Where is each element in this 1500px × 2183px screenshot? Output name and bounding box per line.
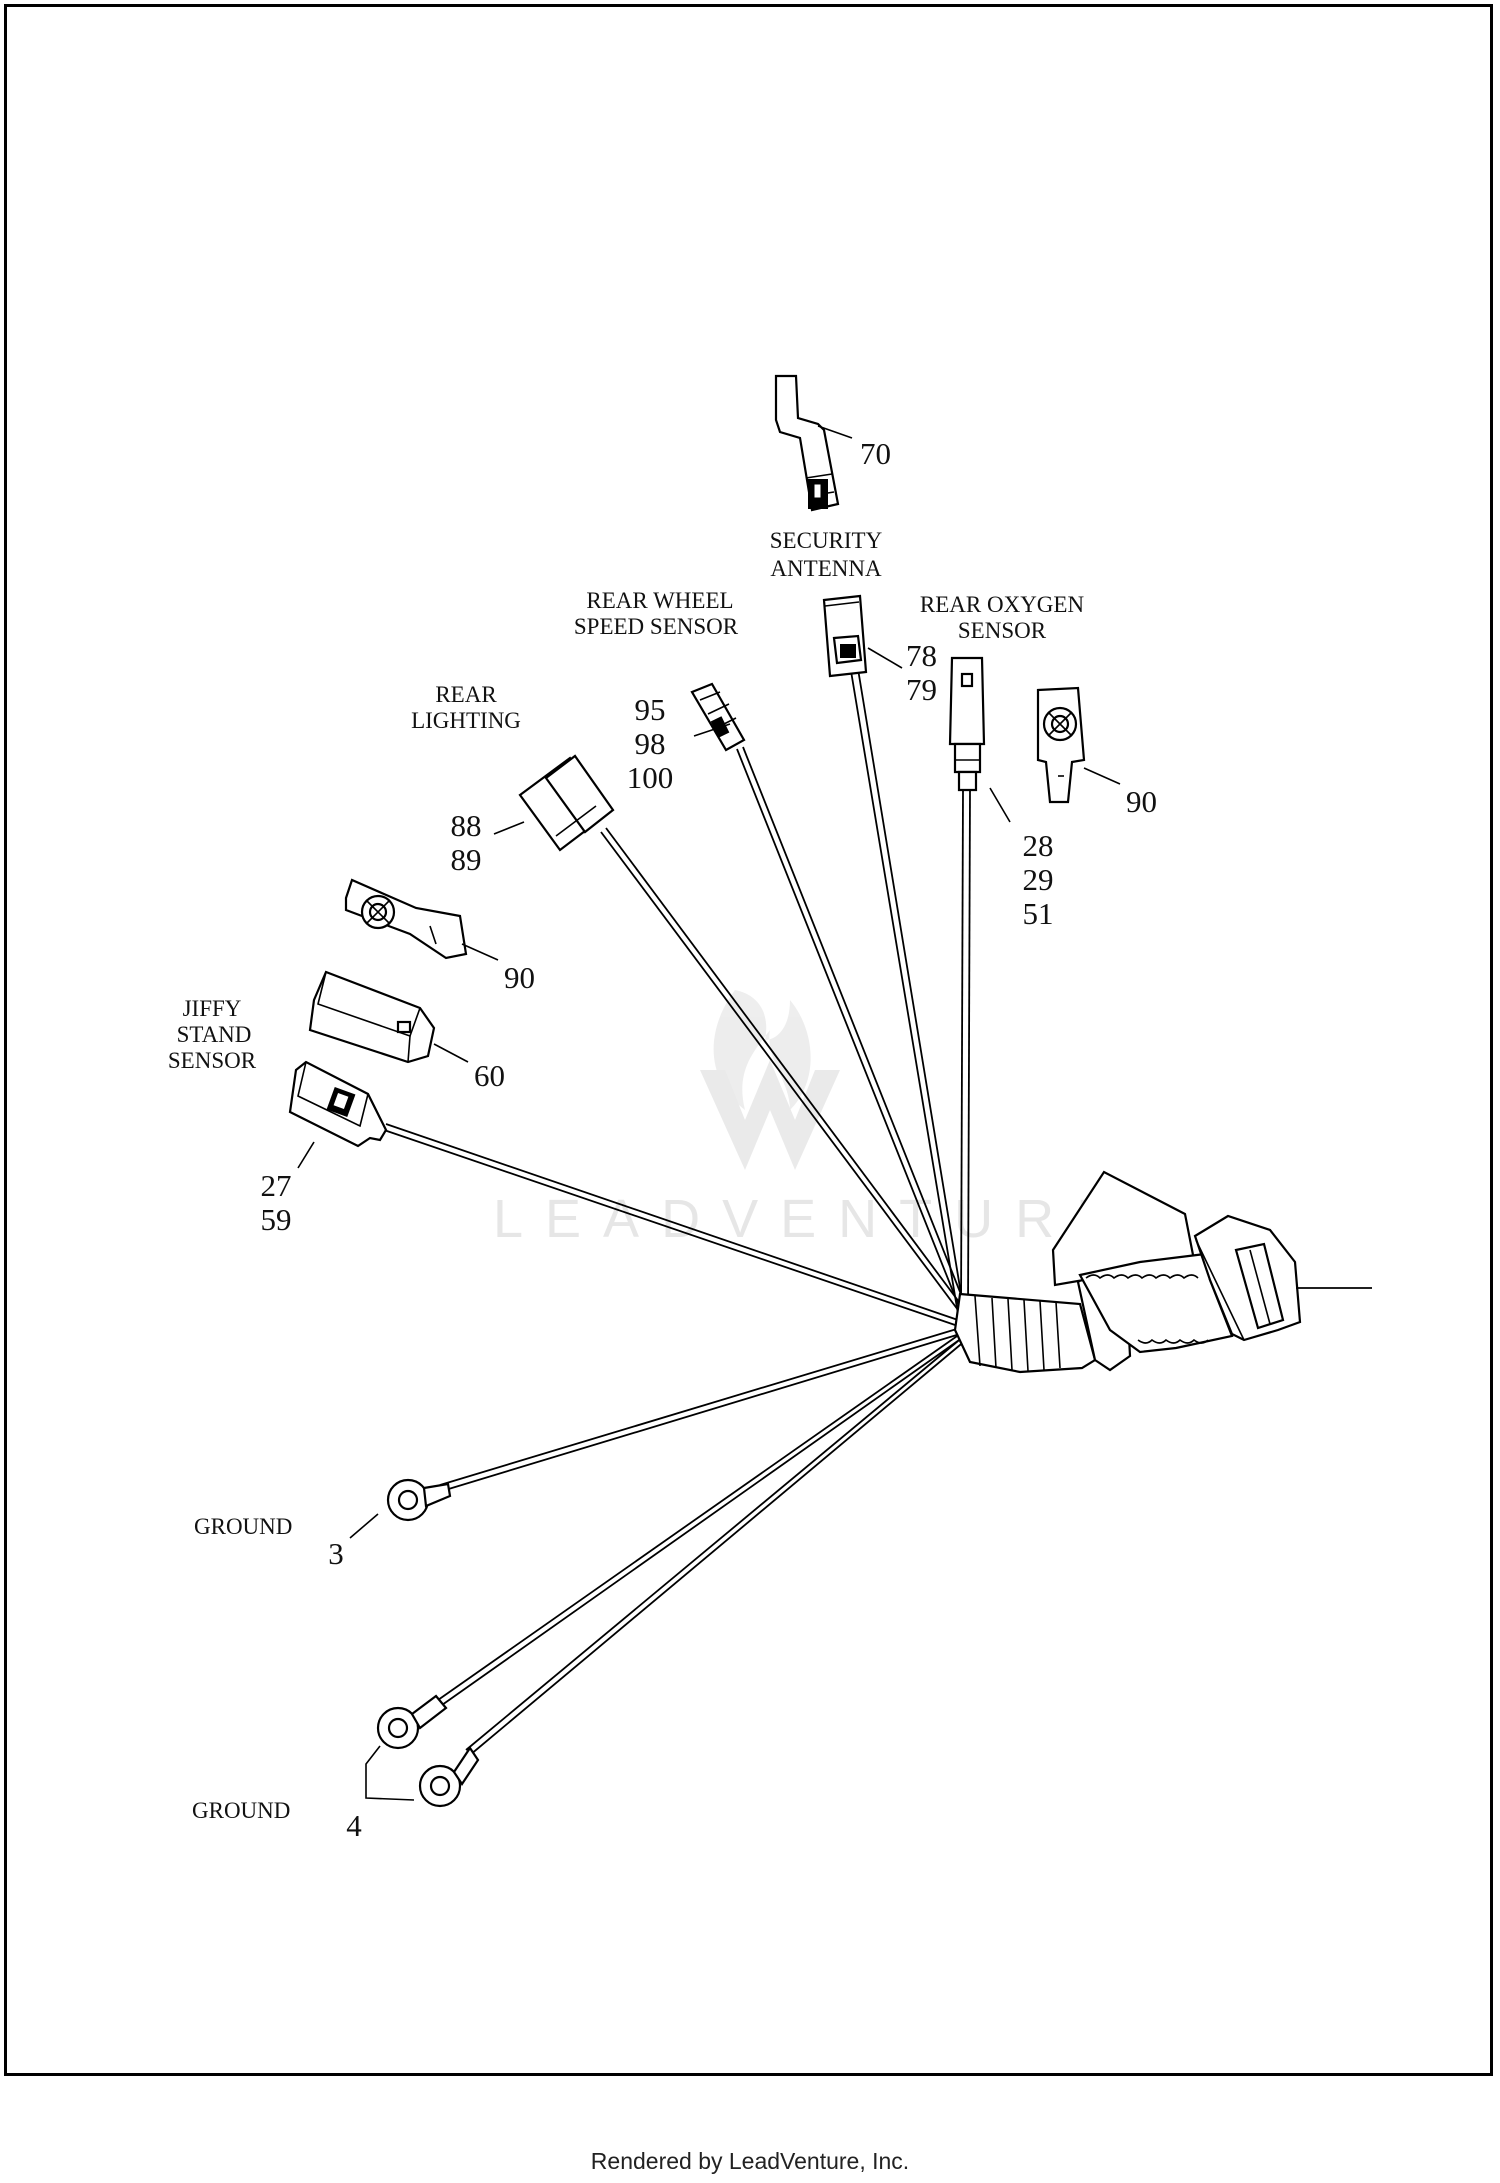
callout-59: 59 [261,1202,292,1237]
caption-rear-oxygen-1: REAR OXYGEN [920,592,1085,617]
ground-terminal-4b [418,1746,480,1808]
ground-terminal-3 [386,1478,452,1522]
security-antenna-connector [822,594,868,678]
oxygen-sensor-connector [948,656,986,792]
caption-rear-lighting-1: REAR [435,682,497,707]
callout-95: 95 [635,692,666,727]
stand-connector-60 [308,970,436,1064]
watermark-text: LEADVENTURE [493,1189,1134,1249]
callout-100: 100 [627,760,674,795]
caption-rear-oxygen-2: SENSOR [958,618,1047,643]
callout-90-left: 90 [504,960,535,995]
callout-79: 79 [906,672,937,707]
callout-29: 29 [1023,862,1054,897]
callout-70: 70 [860,436,891,471]
captions: SECURITY ANTENNA REAR WHEEL SPEED SENSOR… [168,528,1085,1823]
clip-left [344,878,468,960]
callout-60: 60 [474,1058,505,1093]
antenna-bracket [774,374,840,512]
caption-rear-wheel-2: SPEED SENSOR [574,614,739,639]
caption-rear-wheel-1: REAR WHEEL [586,588,733,613]
watermark-logo [700,990,840,1170]
callout-89: 89 [451,842,482,877]
callout-90-right: 90 [1126,784,1157,819]
jiffy-stand-sensor-connector [288,1060,388,1148]
callout-4: 4 [346,1808,362,1843]
callout-88: 88 [451,808,482,843]
callout-3: 3 [328,1536,344,1571]
ground-terminal-4a [376,1694,448,1750]
callout-98: 98 [635,726,666,761]
callout-28: 28 [1023,828,1054,863]
caption-security-antenna-2: ANTENNA [770,556,882,581]
caption-rear-lighting-2: LIGHTING [411,708,521,733]
harness-wires [383,668,971,1756]
wheel-speed-sensor-connector [690,682,746,752]
caption-security-antenna-1: SECURITY [770,528,883,553]
callout-27: 27 [261,1168,292,1203]
caption-jiffy-3: SENSOR [168,1048,257,1073]
caption-jiffy-1: JIFFY [183,996,242,1021]
leader-lines [297,425,1121,1801]
render-credit: Rendered by LeadVenture, Inc. [590,2148,910,2174]
callout-numbers: 70 78 79 95 98 100 88 89 28 29 51 90 90 … [261,436,1158,1843]
clip-right [1036,686,1086,804]
caption-ground-lower: GROUND [192,1798,290,1823]
callout-78: 78 [906,638,937,673]
callout-51: 51 [1023,896,1054,931]
rear-lighting-connector [518,754,615,852]
caption-ground-upper: GROUND [194,1514,292,1539]
harness-bundle [953,1170,1372,1374]
caption-jiffy-2: STAND [177,1022,252,1047]
